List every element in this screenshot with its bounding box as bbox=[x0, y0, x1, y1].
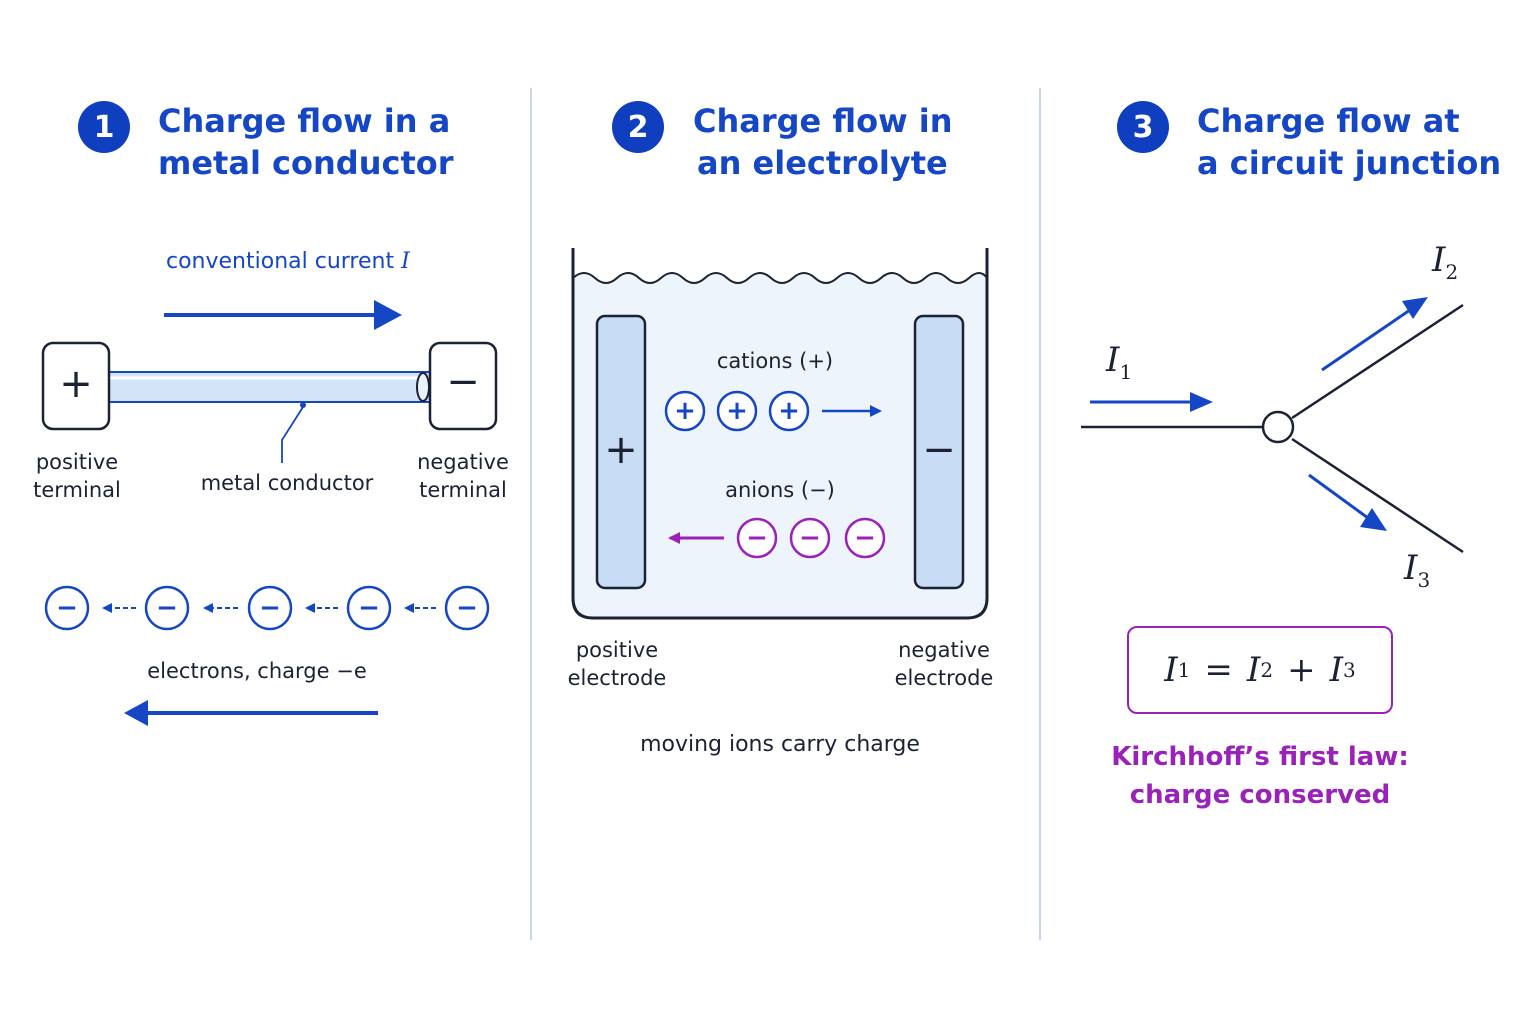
cation bbox=[716, 390, 758, 432]
electron-sign: − bbox=[259, 593, 281, 623]
electron bbox=[44, 585, 90, 631]
electrolyte-container bbox=[571, 248, 989, 620]
electrolyte-surface bbox=[572, 272, 988, 284]
electron-sign: − bbox=[56, 593, 78, 623]
panel-3-number-badge: 3 bbox=[1117, 101, 1169, 153]
positive-electrode-sign: + bbox=[604, 427, 638, 473]
cation bbox=[664, 390, 706, 432]
anion bbox=[736, 517, 778, 559]
panel-2-graphic bbox=[571, 248, 989, 620]
cation-sign: + bbox=[778, 396, 800, 426]
panel-3-title: Charge flow at a circuit junction bbox=[1197, 102, 1502, 182]
panel-1-number-badge: 1 bbox=[78, 101, 130, 153]
upper-branch-wire bbox=[1291, 303, 1464, 420]
panel-3-graphic bbox=[1081, 297, 1464, 554]
panel-2-number-badge: 2 bbox=[612, 101, 664, 153]
anion bbox=[789, 517, 831, 559]
electrolyte-caption: moving ions carry charge bbox=[640, 732, 920, 757]
positive-terminal-label: positive terminal bbox=[33, 450, 121, 502]
conventional-current-arrow bbox=[164, 300, 402, 330]
i2-arrow bbox=[1321, 297, 1428, 372]
i1-arrow bbox=[1090, 392, 1213, 412]
panel-2-title: Charge flow in an electrolyte bbox=[693, 102, 953, 182]
electron-drift-row bbox=[44, 585, 490, 631]
negative-electrode-label: negative electrode bbox=[894, 638, 994, 690]
electron bbox=[444, 585, 490, 631]
positive-terminal-sign: + bbox=[59, 361, 93, 407]
electron-sign: − bbox=[358, 593, 380, 623]
negative-terminal-label: negative terminal bbox=[417, 450, 509, 502]
kirchhoff-law-caption: Kirchhoff’s first law: charge conserved bbox=[1111, 742, 1409, 810]
panel-1-title: Charge flow in a metal conductor bbox=[158, 102, 454, 182]
electron-flow-arrow bbox=[124, 700, 378, 726]
i2-label: I2 bbox=[1432, 240, 1459, 284]
conductor-leader-line bbox=[281, 406, 304, 463]
i3-arrow bbox=[1308, 473, 1387, 531]
negative-terminal-sign: − bbox=[446, 359, 480, 405]
divider-2 bbox=[1039, 88, 1041, 940]
i3-label: I3 bbox=[1404, 548, 1431, 592]
negative-terminal-box bbox=[428, 341, 498, 431]
anions-label: anions (−) bbox=[725, 478, 835, 502]
junction-node bbox=[1261, 410, 1295, 444]
i1-label: I1 bbox=[1106, 340, 1133, 384]
metal-conductor-label: metal conductor bbox=[200, 471, 374, 495]
anion-sign: − bbox=[854, 523, 876, 553]
positive-terminal-box bbox=[41, 341, 111, 431]
cation-sign: + bbox=[726, 396, 748, 426]
cation bbox=[768, 390, 810, 432]
cations-label: cations (+) bbox=[716, 349, 834, 373]
anion-sign: − bbox=[746, 523, 768, 553]
anion-sign: − bbox=[799, 523, 821, 553]
lower-branch-wire bbox=[1291, 437, 1464, 554]
cation-sign: + bbox=[674, 396, 696, 426]
negative-electrode-sign: − bbox=[922, 427, 956, 473]
positive-electrode bbox=[595, 314, 647, 590]
positive-electrode-label: positive electrode bbox=[567, 638, 667, 690]
electron bbox=[346, 585, 392, 631]
electron bbox=[247, 585, 293, 631]
electron bbox=[144, 585, 190, 631]
panel-1-graphic bbox=[41, 300, 498, 726]
electrons-label: electrons, charge −e bbox=[147, 659, 367, 683]
negative-electrode bbox=[913, 314, 965, 590]
conductor-leader-dot bbox=[300, 402, 306, 408]
divider-1 bbox=[530, 88, 532, 940]
electron-sign: − bbox=[456, 593, 478, 623]
conventional-current-label: conventional current I bbox=[166, 249, 410, 274]
electron-sign: − bbox=[156, 593, 178, 623]
anion bbox=[844, 517, 886, 559]
